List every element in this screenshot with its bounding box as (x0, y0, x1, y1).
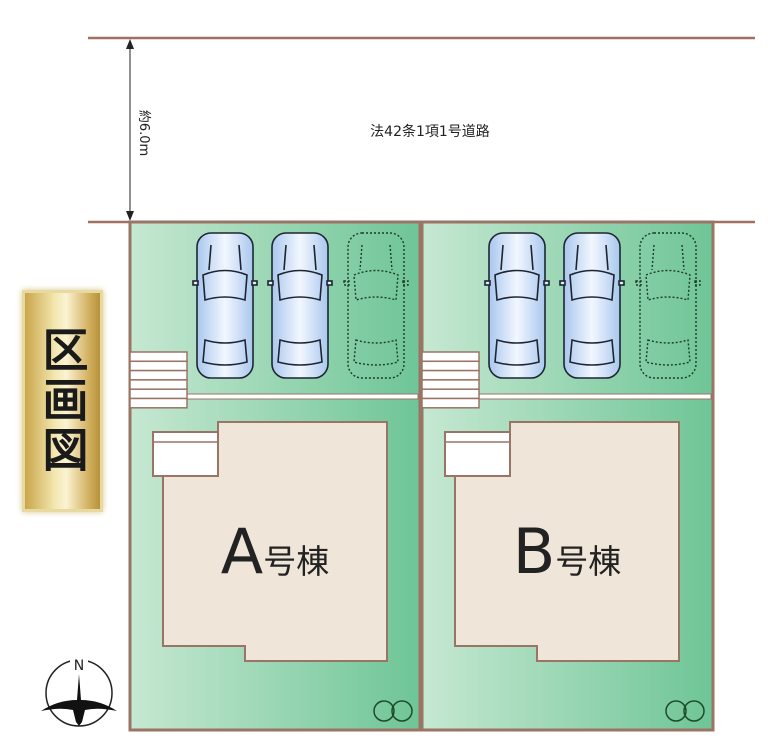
entrance-steps (129, 351, 188, 409)
building-label-a: A号棟 (221, 515, 329, 588)
building-letter: B (513, 515, 556, 588)
entrance-steps (421, 351, 480, 409)
balcony (152, 431, 219, 477)
parked-car-icon (484, 232, 550, 379)
parked-car-icon (559, 232, 625, 379)
optional-parking-car-icon (343, 232, 409, 379)
section-plan-title-text: 区画図 (35, 326, 90, 476)
compass-north-label: N (74, 658, 84, 674)
balcony (444, 431, 511, 477)
water-meter-icon (665, 700, 705, 722)
compass-icon: N (41, 656, 117, 727)
road-width-label: 約6.0m (136, 110, 151, 156)
building-suffix: 号棟 (555, 542, 621, 581)
lot-a: A号棟 (128, 220, 422, 732)
road-label: 法42条1項1号道路 (370, 123, 490, 140)
lot-b: B号棟 (420, 220, 715, 732)
road-width-dimension: 約6.0m (126, 39, 151, 221)
building-letter: A (221, 515, 263, 588)
parked-car-icon (192, 232, 258, 379)
optional-parking-car-icon (635, 232, 701, 379)
building-suffix: 号棟 (263, 542, 329, 581)
parked-car-icon (267, 232, 333, 379)
section-plan-title: 区画図 (22, 290, 103, 512)
building-label-b: B号棟 (513, 515, 622, 588)
water-meter-icon (373, 700, 413, 722)
